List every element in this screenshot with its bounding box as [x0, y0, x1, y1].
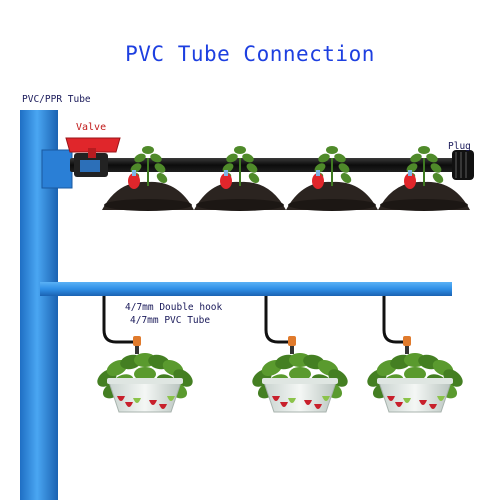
ground-plant-3: [286, 146, 378, 211]
valve: [65, 137, 121, 177]
main-horizontal-pipe: [40, 282, 452, 296]
ground-plant-4: [378, 146, 470, 211]
hanging-pot-3: [367, 296, 463, 413]
label-pvc-ppr-tube: PVC/PPR Tube: [22, 94, 91, 105]
hanging-pot-1: [97, 296, 193, 413]
ground-plants: [102, 146, 470, 211]
black-irrigation-tube: [70, 158, 470, 172]
label-plug: Plug: [448, 141, 471, 152]
pipe-tee-connector: [41, 149, 73, 189]
ground-plant-1: [102, 146, 194, 211]
label-valve: Valve: [76, 122, 107, 133]
hanging-pots: [97, 296, 463, 413]
label-double-hook: 4/7mm Double hook: [125, 302, 223, 313]
ground-plant-2: [194, 146, 286, 211]
page-title: PVC Tube Connection: [125, 42, 375, 66]
label-pvc-tube: 4/7mm PVC Tube: [130, 315, 211, 326]
hanging-pot-2: [252, 296, 348, 413]
plug-end-cap: [452, 150, 474, 180]
